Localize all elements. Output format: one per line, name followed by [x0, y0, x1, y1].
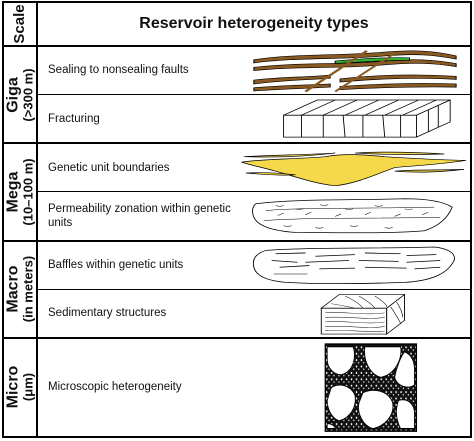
- table-row: Genetic unit boundaries: [38, 144, 470, 191]
- row-label: Genetic unit boundaries: [48, 161, 170, 174]
- pore-grains-icon: [236, 339, 470, 436]
- row-label: Sealing to nonsealing faults: [48, 64, 189, 77]
- baffles-icon: [236, 242, 470, 289]
- group-macro: Baffles within genetic units Sediment: [38, 242, 470, 339]
- row-label: Microscopic heterogeneity: [48, 381, 182, 394]
- scale-macro: Macro (in meters): [4, 241, 38, 339]
- scale-range: (in meters): [20, 255, 36, 323]
- scale-name: Giga: [4, 76, 22, 113]
- scale-giga: Giga (>300 m): [4, 47, 38, 145]
- table-row: Sealing to nonsealing faults: [38, 47, 470, 94]
- table-title: Reservoir heterogeneity types: [38, 3, 470, 47]
- scale-range: (μm): [20, 373, 36, 402]
- scale-name: Micro: [4, 366, 22, 409]
- scale-range: (10–100 m): [20, 158, 36, 226]
- table-row: Sedimentary structures: [38, 288, 470, 337]
- scale-name: Mega: [4, 171, 22, 213]
- row-label: Permeability zonation within genetic uni…: [48, 202, 231, 229]
- fault-blocks-icon: [236, 47, 470, 94]
- row-label: Sedimentary structures: [48, 307, 167, 319]
- fractured-block-icon: [236, 95, 470, 142]
- table-row: Permeability zonation within genetic uni…: [38, 191, 470, 239]
- table-row: Fracturing: [38, 94, 470, 142]
- scale-range: (>300 m): [20, 68, 36, 122]
- scale-micro: Micro (μm): [4, 338, 38, 436]
- cross-bedding-icon: [236, 290, 470, 337]
- sand-lenses-icon: [236, 144, 470, 191]
- scale-header-label: Scale: [10, 4, 28, 44]
- row-label: Baffles within genetic units: [48, 258, 184, 271]
- scale-mega: Mega (10–100 m): [4, 144, 38, 242]
- zonation-icon: [236, 192, 470, 239]
- scale-header: Scale: [4, 3, 38, 47]
- table-row: Microscopic heterogeneity: [38, 339, 470, 436]
- scale-name: Macro: [4, 265, 22, 313]
- row-label: Fracturing: [48, 112, 100, 125]
- group-micro: Microscopic heterogeneity: [38, 339, 470, 436]
- group-giga: Sealing to nonsealing faults: [38, 47, 470, 145]
- group-mega: Genetic unit boundaries Permeability: [38, 144, 470, 242]
- table-row: Baffles within genetic units: [38, 242, 470, 289]
